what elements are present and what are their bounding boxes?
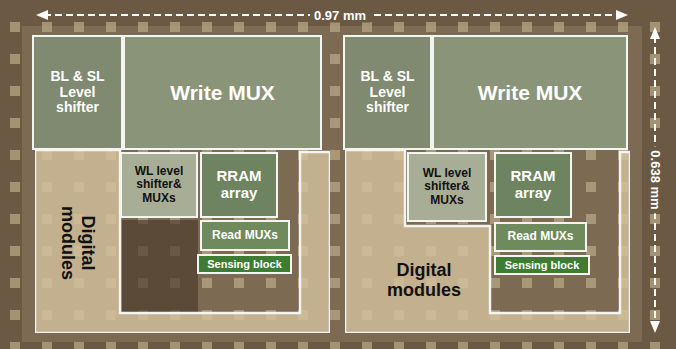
region-label: Digital modules: [359, 260, 489, 300]
block-label: RRAM array: [204, 168, 274, 202]
wl-driver-block: WL level shifter& MUXs: [407, 152, 487, 222]
block-label: Sensing block: [207, 258, 282, 270]
read-mux-block: Read MUXs: [494, 222, 587, 252]
level-shifter-block: BL & SL Level shifter: [343, 35, 432, 150]
sensing-block: Sensing block: [494, 255, 590, 275]
block-label: Read MUXs: [507, 230, 573, 243]
block-label: BL & SL Level shifter: [37, 69, 119, 116]
block-label: Write MUX: [478, 81, 583, 105]
digital-region: Digital modules: [345, 150, 630, 333]
sensing-block: Sensing block: [197, 254, 292, 274]
wl-driver-block: WL level shifter& MUXs: [120, 152, 198, 218]
write-mux-block: Write MUX: [123, 35, 322, 150]
region-outline-path: [35, 150, 330, 333]
block-label: WL level shifter& MUXs: [123, 165, 195, 205]
level-shifter-block: BL & SL Level shifter: [32, 35, 123, 150]
block-label: Read MUXs: [212, 229, 278, 242]
dimension-label: 0.638 mm: [648, 146, 663, 213]
dimension-label: 0.97 mm: [310, 8, 370, 23]
block-label: BL & SL Level shifter: [347, 69, 429, 116]
read-mux-block: Read MUXs: [200, 220, 290, 251]
block-label: Sensing block: [505, 259, 580, 271]
dark-area: [122, 220, 198, 312]
block-label: RRAM array: [498, 168, 568, 202]
region-label: Digital modules: [58, 193, 98, 293]
block-label: Write MUX: [170, 81, 275, 105]
rram-array-block: RRAM array: [494, 152, 572, 218]
rram-array-block: RRAM array: [200, 152, 278, 218]
write-mux-block: Write MUX: [432, 35, 628, 150]
region-outline: [345, 150, 630, 333]
block-label: WL level shifter& MUXs: [411, 167, 483, 207]
region-outline-path: [345, 150, 630, 333]
